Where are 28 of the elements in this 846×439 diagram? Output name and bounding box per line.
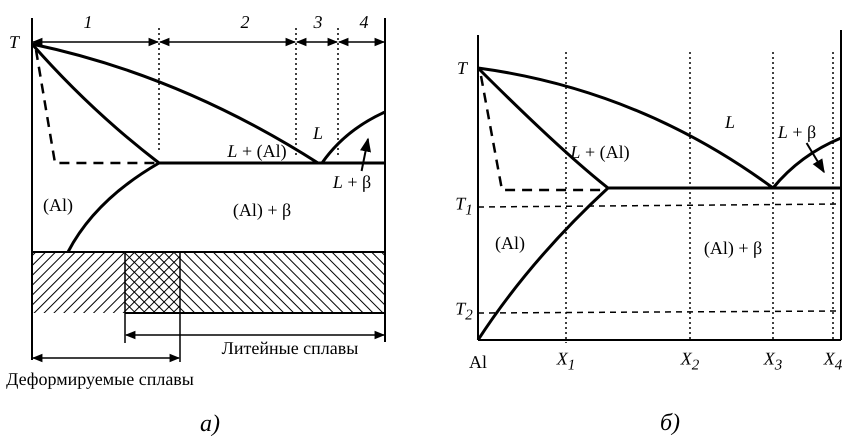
phase-region-label: (Al) + β	[232, 200, 292, 220]
axis-label: T$_{2}$	[455, 298, 473, 326]
phase-region-label: L + (Al)	[227, 141, 287, 161]
axis-label: Al	[469, 352, 487, 372]
zone-number: 1	[84, 12, 92, 32]
phase-region-label: (Al)	[495, 233, 525, 253]
range-label: Деформируемые сплавы	[6, 369, 194, 389]
panel-label: б)	[660, 409, 680, 437]
phase-region-label: L	[725, 112, 735, 132]
phase-region-label: L	[313, 123, 323, 143]
axis-label: X$_{4}$	[824, 348, 842, 376]
axis-label: X$_{1}$	[556, 348, 576, 376]
zone-number: 2	[240, 12, 250, 32]
axis-label: X$_{2}$	[680, 348, 700, 376]
axis-label: T$_{1}$	[455, 194, 473, 220]
leader-line	[806, 142, 825, 174]
leader-line	[360, 138, 372, 172]
zone-number: 3	[314, 12, 322, 32]
phase-region-label: L + β	[778, 122, 816, 142]
phase-region-label: (Al) + β	[704, 238, 762, 258]
zone-number: 4	[360, 12, 368, 32]
axis-label: T	[457, 58, 467, 78]
axis-label: X$_{3}$	[764, 348, 782, 376]
range-label: Литейные сплавы	[222, 338, 358, 358]
phase-region-label: L + β	[332, 172, 372, 192]
panel-label: а)	[200, 410, 220, 438]
axis-label: T	[9, 32, 19, 52]
phase-region-label: (Al)	[43, 195, 73, 215]
